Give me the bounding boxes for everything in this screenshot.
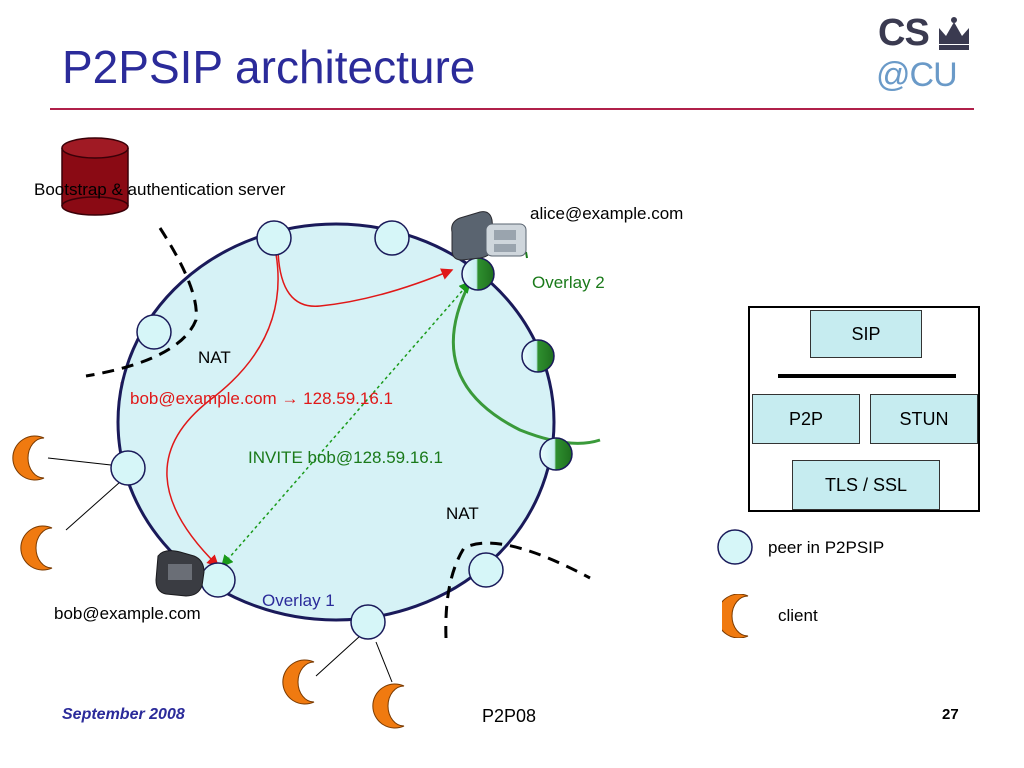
desk-phone-icon: [155, 550, 205, 597]
tls-ssl-layer: TLS / SSL: [792, 460, 940, 510]
database-server-icon: [61, 137, 129, 216]
peer-node: [136, 314, 172, 350]
client-link-2: [65, 481, 121, 531]
peer-node: [374, 220, 410, 256]
stack-divider: [778, 374, 956, 378]
legend-client-label: client: [778, 606, 818, 625]
peer-node: [256, 220, 292, 256]
overlay2-peer-node: [539, 437, 573, 471]
nat-top-label: NAT: [198, 348, 231, 367]
client-icon: [12, 435, 45, 481]
desk-phone-icon: [451, 211, 527, 261]
peer-node: [200, 562, 236, 598]
footer-date: September 2008: [62, 706, 185, 723]
client-link-4: [375, 641, 393, 683]
page-number: 27: [942, 706, 959, 723]
slide-title: P2PSIP architecture: [62, 41, 476, 93]
legend-peer-label: peer in P2PSIP: [768, 538, 885, 557]
stun-layer: STUN: [870, 394, 978, 444]
client-link-1: [47, 457, 121, 467]
nat-bottom-label: NAT: [446, 504, 479, 523]
logo-cs-text: CS: [878, 12, 930, 54]
bob-address-label: bob@example.com: [54, 604, 201, 623]
invite-label: INVITE bob@128.59.16.1: [248, 448, 443, 467]
nat-boundary-top: [85, 227, 198, 378]
cs-at-cu-logo: CS @CU: [874, 12, 972, 94]
p2p-layer: P2P: [752, 394, 860, 444]
title-divider: [50, 108, 974, 110]
overlay1-label: Overlay 1: [262, 591, 335, 610]
peer-node: [110, 450, 146, 486]
logo-cu-text: @CU: [876, 56, 958, 94]
legend-client-icon: [722, 594, 749, 638]
alice-address-label: alice@example.com: [530, 204, 684, 223]
legend-peer-icon: [717, 529, 753, 565]
overlay2-tick: [525, 251, 528, 259]
overlay2-peer-node: [461, 257, 495, 291]
bootstrap-server-label: Bootstrap & authentication server: [34, 180, 286, 199]
dht-mapping-label: bob@example.com → 128.59.16.1: [130, 389, 393, 408]
client-icon: [282, 659, 315, 705]
sip-layer: SIP: [810, 310, 922, 358]
client-link-3: [315, 635, 361, 677]
peer-node: [468, 552, 504, 588]
overlay2-peer-node: [521, 339, 555, 373]
crown-icon: [939, 17, 969, 50]
client-icon: [372, 683, 405, 729]
overlay2-label: Overlay 2: [532, 273, 605, 292]
peer-node: [350, 604, 386, 640]
footer-title: P2P08: [482, 706, 537, 726]
protocol-stack: SIP P2P STUN TLS / SSL: [748, 306, 980, 512]
invite-path: [221, 280, 471, 568]
client-icon: [20, 525, 53, 571]
